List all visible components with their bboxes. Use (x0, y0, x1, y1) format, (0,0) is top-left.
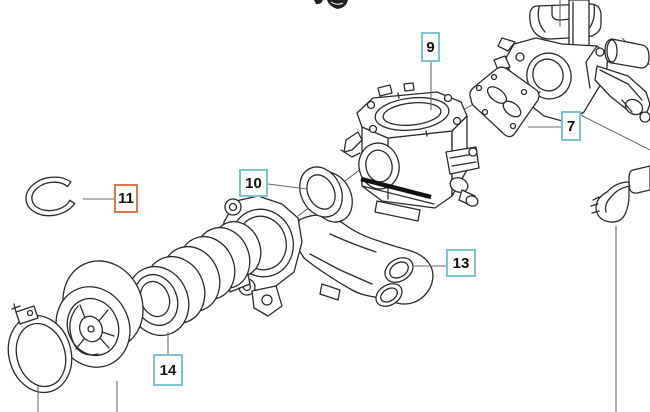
part-carburetor[interactable] (340, 82, 480, 222)
callout-7-label: 7 (566, 117, 576, 135)
part-throttle-bracket[interactable] (590, 165, 650, 223)
part-hose-clamp[interactable] (0, 303, 81, 400)
part-snap-ring[interactable] (23, 174, 76, 220)
callout-9[interactable]: 9 (421, 32, 440, 62)
callout-10[interactable]: 10 (239, 169, 268, 197)
callout-11[interactable]: 11 (114, 184, 138, 213)
leader-line-10 (267, 183, 308, 190)
callout-9-label: 9 (426, 38, 435, 56)
callout-10-label: 10 (245, 174, 262, 192)
part-intake-bellows[interactable] (117, 214, 269, 344)
part-flange-drum[interactable] (43, 248, 156, 379)
part-top-edge-fragment (314, 0, 348, 9)
leader-lines (37, 0, 617, 412)
part-spacer-ring[interactable] (292, 160, 361, 229)
callout-7[interactable]: 7 (561, 111, 581, 141)
callout-14-label: 14 (159, 361, 177, 379)
callout-13[interactable]: 13 (446, 249, 476, 277)
callout-14[interactable]: 14 (153, 354, 183, 386)
callout-11-label: 11 (118, 190, 134, 207)
callout-13-label: 13 (452, 254, 470, 272)
part-gasket[interactable] (469, 66, 540, 138)
